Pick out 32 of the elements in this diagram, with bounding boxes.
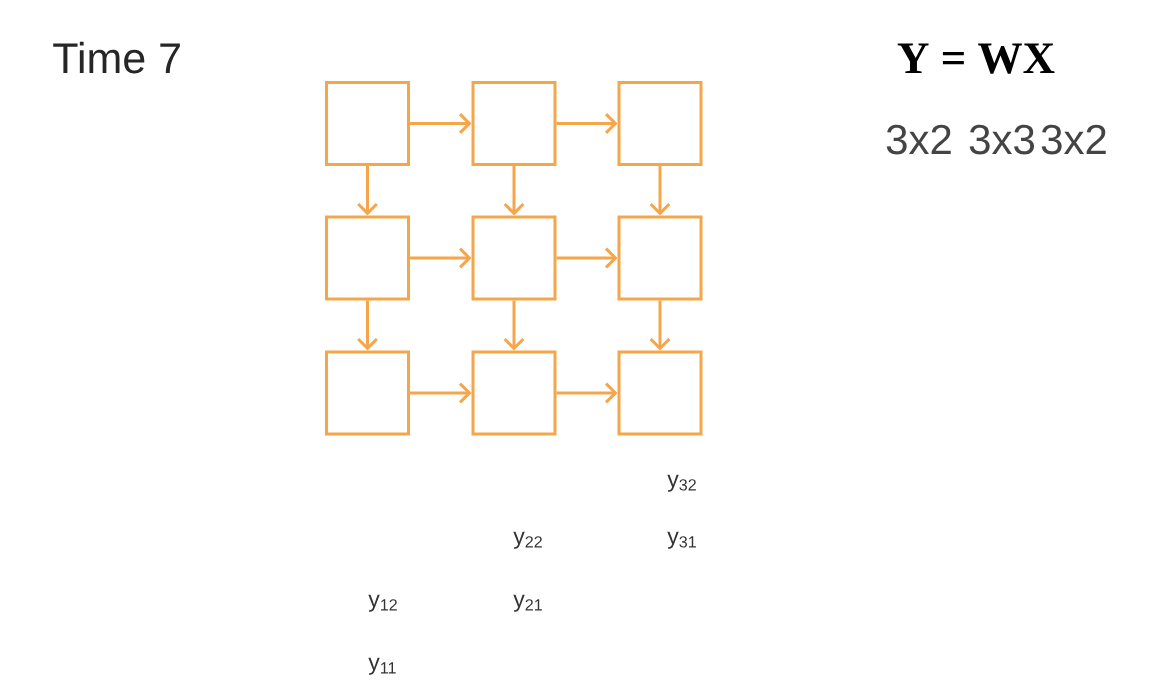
arrow	[357, 166, 378, 216]
matrix-size-label: 3x2	[886, 124, 951, 155]
arrow	[503, 300, 525, 351]
arrow	[503, 166, 525, 216]
variable-label: y$_{21}$	[513, 594, 542, 612]
matrix-size-label: 3x2	[1041, 124, 1106, 155]
square-box	[325, 215, 410, 301]
arrow	[410, 113, 472, 134]
variable-label: y$_{11}$	[368, 657, 396, 675]
square-box	[617, 215, 703, 301]
variable-label: y$_{12}$	[368, 594, 397, 612]
arrow	[410, 382, 472, 404]
equation: Y = WX	[897, 43, 1055, 74]
title: Time 7	[53, 41, 180, 74]
square-box	[325, 81, 410, 166]
arrow	[556, 247, 618, 269]
variable-label: y$_{32}$	[667, 474, 696, 492]
arrow	[556, 382, 618, 404]
arrow	[649, 166, 671, 216]
arrow	[357, 300, 378, 351]
square-box	[617, 81, 703, 166]
variable-label: y$_{22}$	[513, 531, 542, 549]
variable-label: y$_{31}$	[667, 531, 696, 549]
arrow	[556, 113, 618, 134]
square-box	[471, 81, 557, 166]
arrow	[410, 247, 472, 269]
square-box	[471, 215, 557, 301]
matrix-size-label: 3x3	[969, 124, 1034, 155]
square-box	[617, 350, 703, 436]
arrow	[649, 300, 671, 351]
square-box	[325, 350, 410, 436]
square-box	[471, 350, 557, 436]
